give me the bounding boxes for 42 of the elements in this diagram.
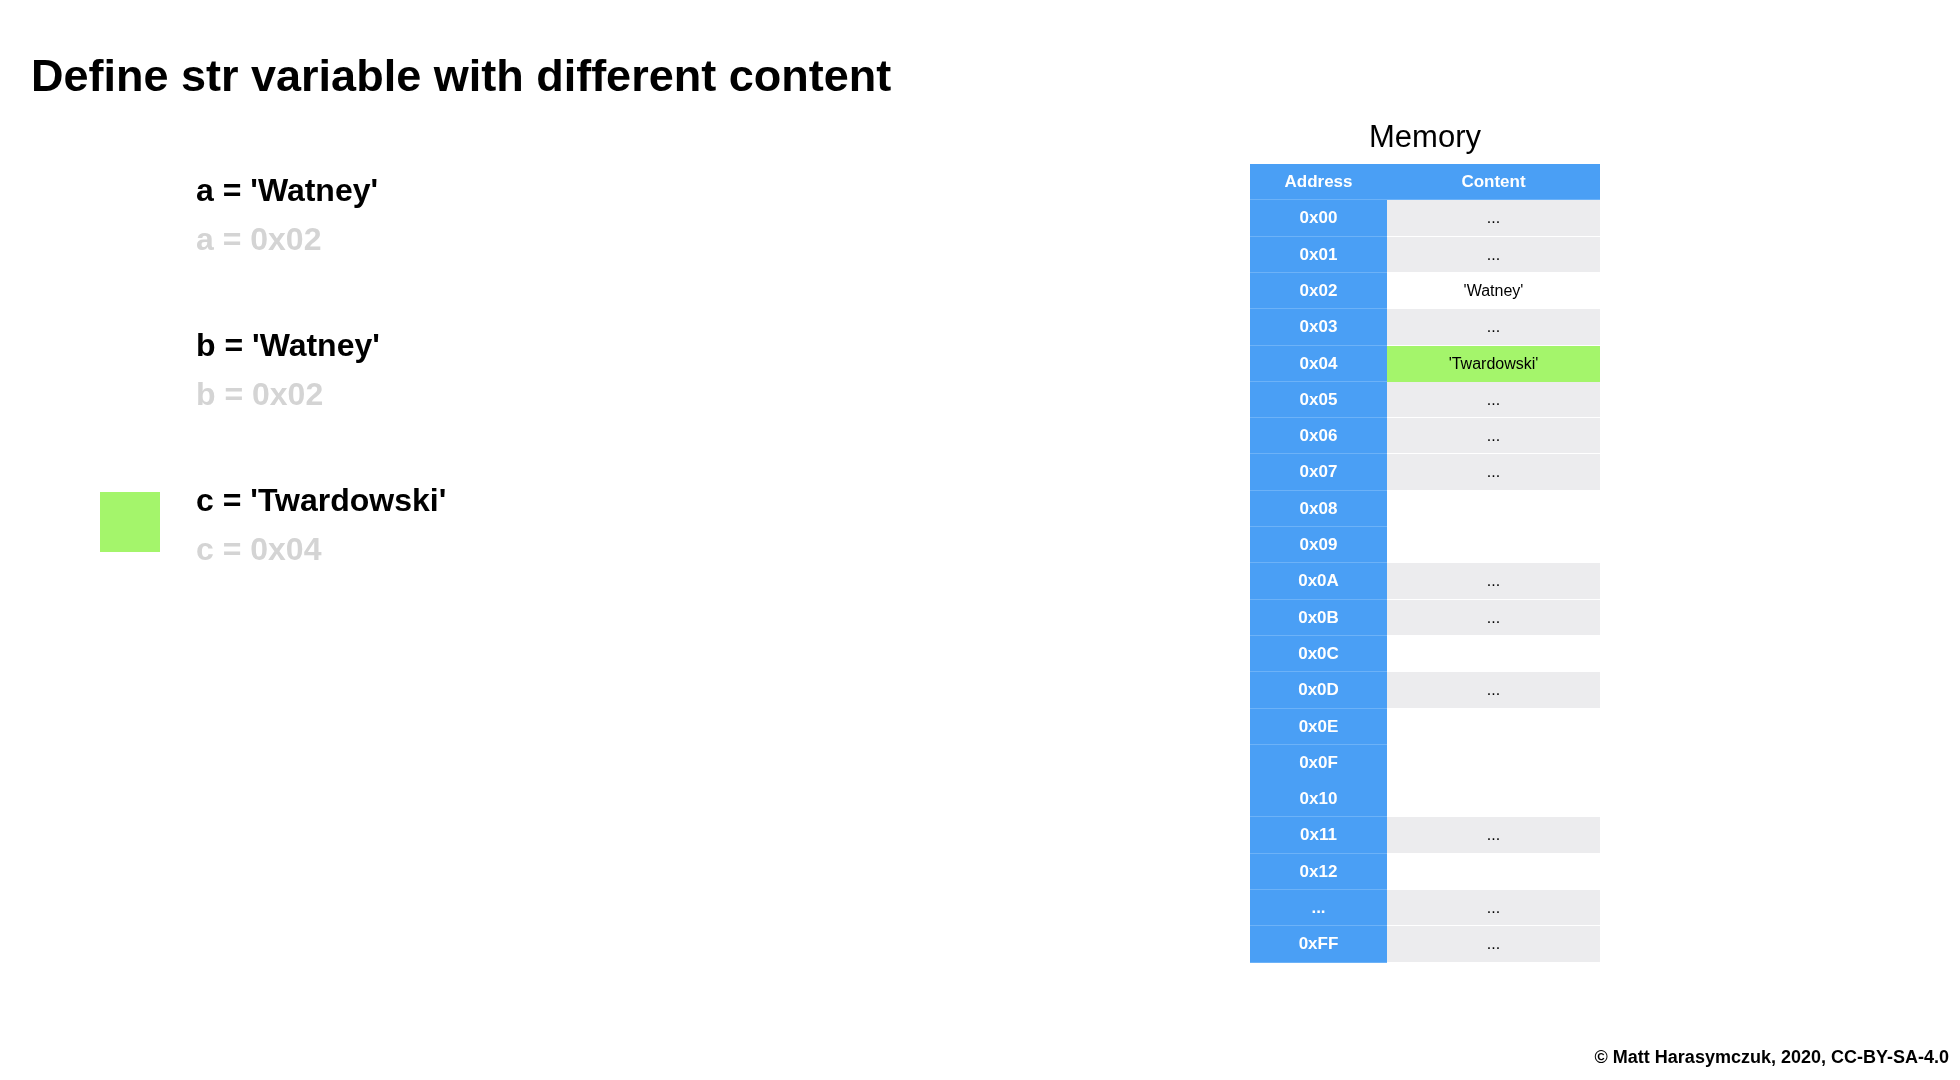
content-cell: ... bbox=[1387, 926, 1600, 963]
address-cell: 0x01 bbox=[1250, 237, 1387, 273]
column-header: Address bbox=[1250, 164, 1387, 200]
content-cell: ... bbox=[1387, 563, 1600, 600]
content-cell: ... bbox=[1387, 200, 1600, 237]
address-cell: 0x06 bbox=[1250, 418, 1387, 454]
address-cell: 0x03 bbox=[1250, 309, 1387, 346]
address-cell: 0x09 bbox=[1250, 527, 1387, 563]
content-cell: ... bbox=[1387, 454, 1600, 491]
address-cell: 0x11 bbox=[1250, 817, 1387, 854]
address-cell: 0x00 bbox=[1250, 200, 1387, 237]
address-cell: 0x05 bbox=[1250, 382, 1387, 418]
content-cell: ... bbox=[1387, 382, 1600, 418]
code-line: b = 'Watney' bbox=[196, 327, 380, 364]
address-cell: 0x0C bbox=[1250, 636, 1387, 672]
content-cell: ... bbox=[1387, 600, 1600, 636]
address-cell: 0x0D bbox=[1250, 672, 1387, 709]
content-cell: ... bbox=[1387, 890, 1600, 926]
code-line: c = 'Twardowski' bbox=[196, 482, 447, 519]
content-cell: ... bbox=[1387, 418, 1600, 454]
address-cell: 0x0B bbox=[1250, 600, 1387, 636]
copyright-note: © Matt Harasymczuk, 2020, CC-BY-SA-4.0 bbox=[1594, 1047, 1949, 1069]
address-cell: 0x04 bbox=[1250, 346, 1387, 382]
address-cell: 0x0F bbox=[1250, 745, 1387, 781]
code-line: a = 'Watney' bbox=[196, 172, 379, 209]
content-cell: 'Twardowski' bbox=[1387, 346, 1600, 382]
table-title: Memory bbox=[1368, 119, 1482, 155]
address-cell: 0xFF bbox=[1250, 926, 1387, 963]
column-header: Content bbox=[1387, 164, 1600, 200]
content-cell: ... bbox=[1387, 309, 1600, 346]
content-cell: ... bbox=[1387, 237, 1600, 273]
address-cell: 0x0E bbox=[1250, 709, 1387, 745]
content-cell: ... bbox=[1387, 817, 1600, 854]
address-cell: 0x02 bbox=[1250, 273, 1387, 309]
address-cell: 0x10 bbox=[1250, 781, 1387, 817]
address-cell: 0x12 bbox=[1250, 854, 1387, 890]
content-cell: ... bbox=[1387, 672, 1600, 709]
slide-title: Define str variable with different content bbox=[31, 50, 892, 102]
address-cell: 0x07 bbox=[1250, 454, 1387, 491]
address-cell: 0x08 bbox=[1250, 491, 1387, 527]
address-cell: ... bbox=[1250, 890, 1387, 926]
address-cell: 0x0A bbox=[1250, 563, 1387, 600]
